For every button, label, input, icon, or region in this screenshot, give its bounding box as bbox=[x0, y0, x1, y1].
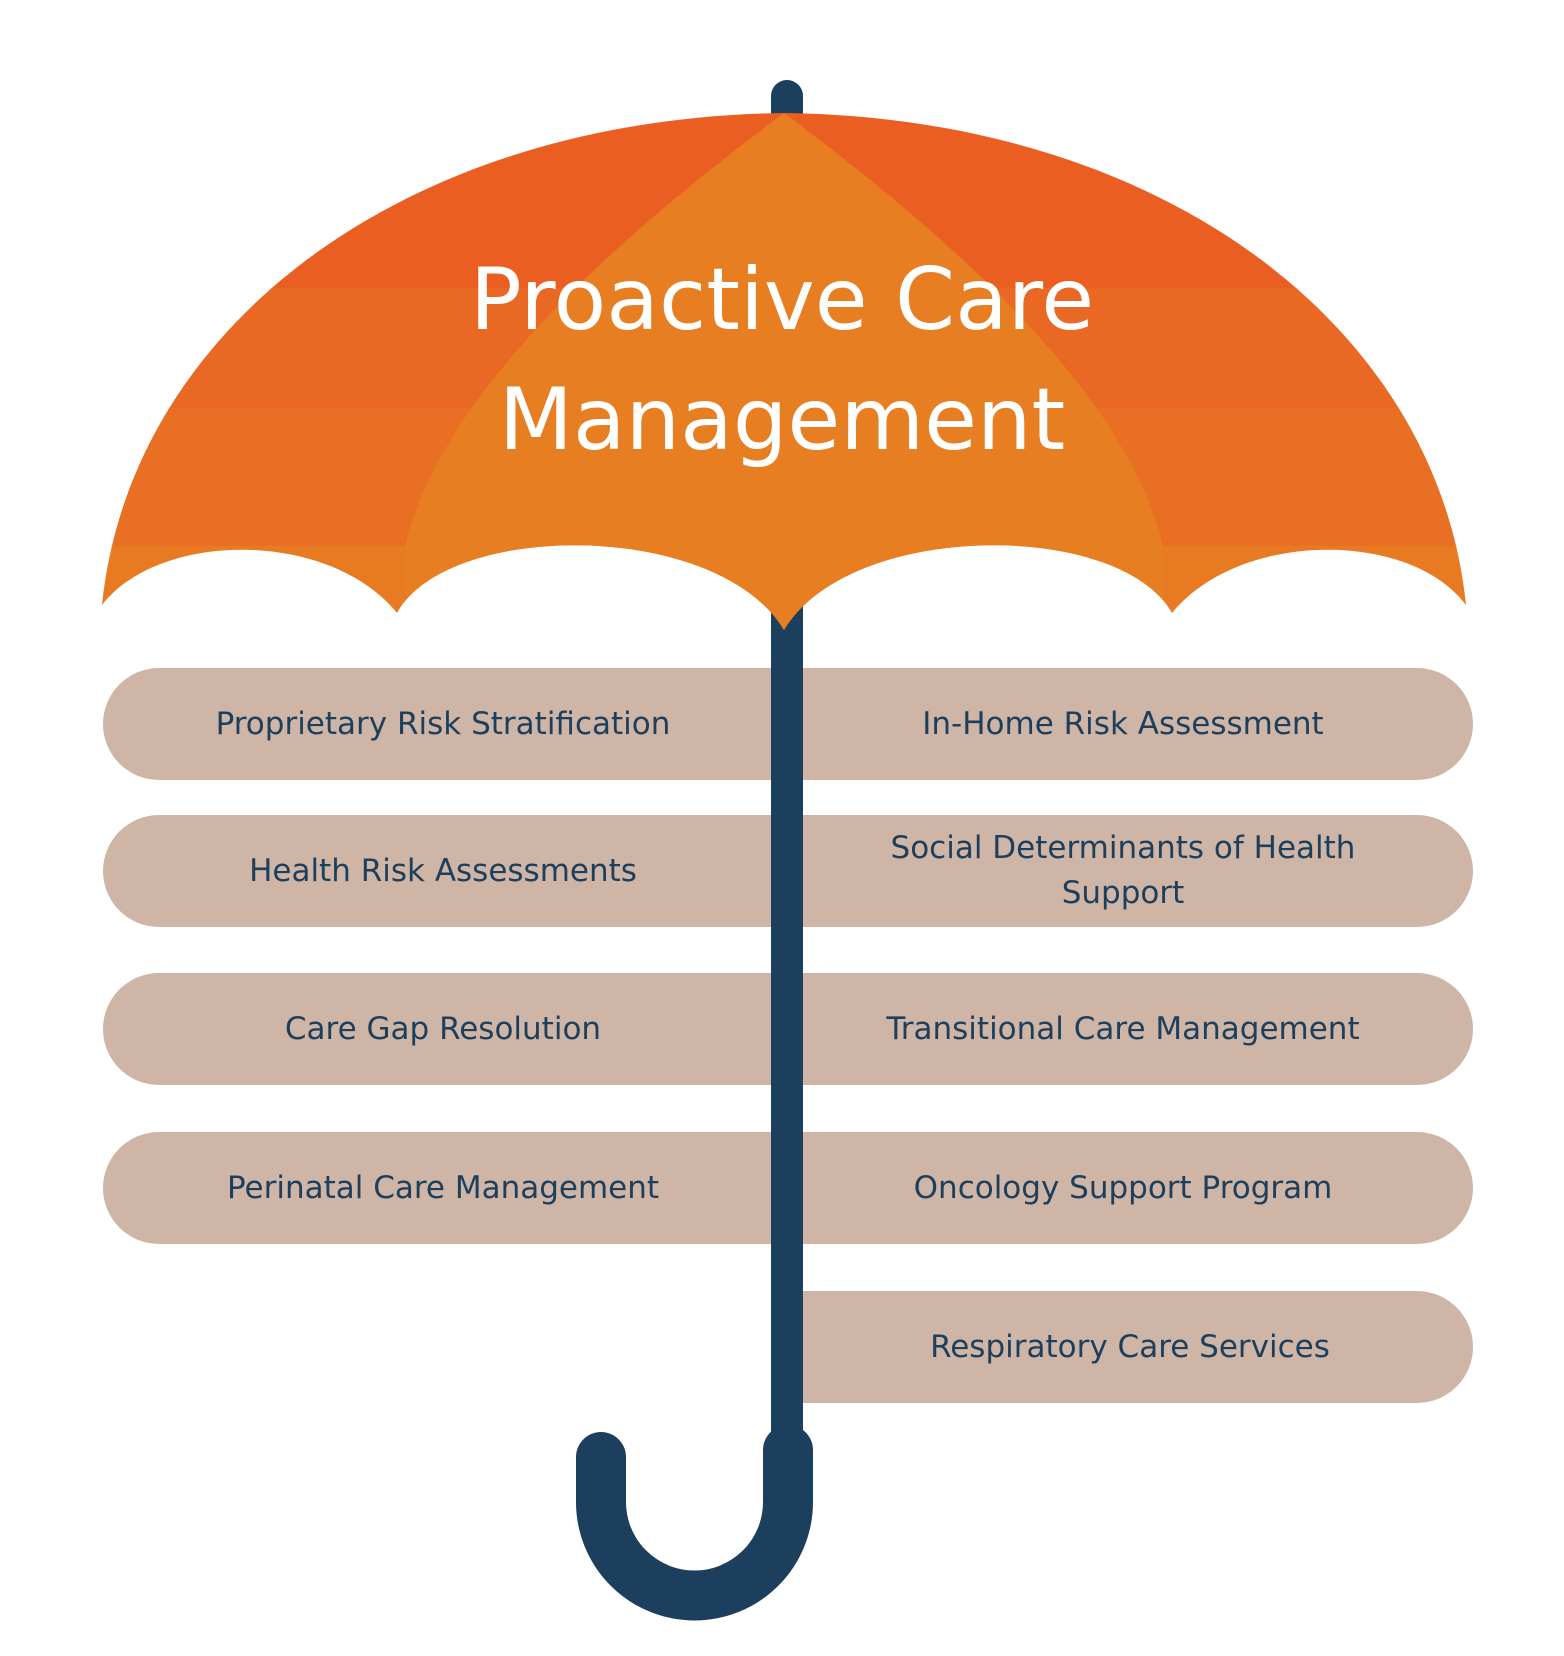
page-title: Proactive Care Management bbox=[0, 240, 1564, 480]
umbrella-handle bbox=[576, 1425, 813, 1621]
umbrella-pole bbox=[771, 560, 803, 1440]
title-line-1: Proactive Care bbox=[469, 250, 1095, 350]
title-line-2: Management bbox=[498, 370, 1066, 470]
service-health-risk-assessments: Health Risk Assessments bbox=[249, 852, 637, 889]
service-row-5: Respiratory Care Services bbox=[790, 1291, 1473, 1403]
service-transitional-care-management: Transitional Care Management bbox=[886, 1010, 1360, 1047]
service-social-determinants: Social Determinants of Health Support bbox=[890, 830, 1356, 911]
service-respiratory-care-services: Respiratory Care Services bbox=[930, 1328, 1330, 1365]
service-in-home-risk-assessment: In-Home Risk Assessment bbox=[922, 705, 1324, 742]
service-perinatal-care-management: Perinatal Care Management bbox=[226, 1169, 660, 1206]
service-proprietary-risk-stratification: Proprietary Risk Stratification bbox=[215, 705, 671, 742]
service-oncology-support-program: Oncology Support Program bbox=[913, 1169, 1333, 1206]
service-care-gap-resolution: Care Gap Resolution bbox=[284, 1010, 602, 1047]
